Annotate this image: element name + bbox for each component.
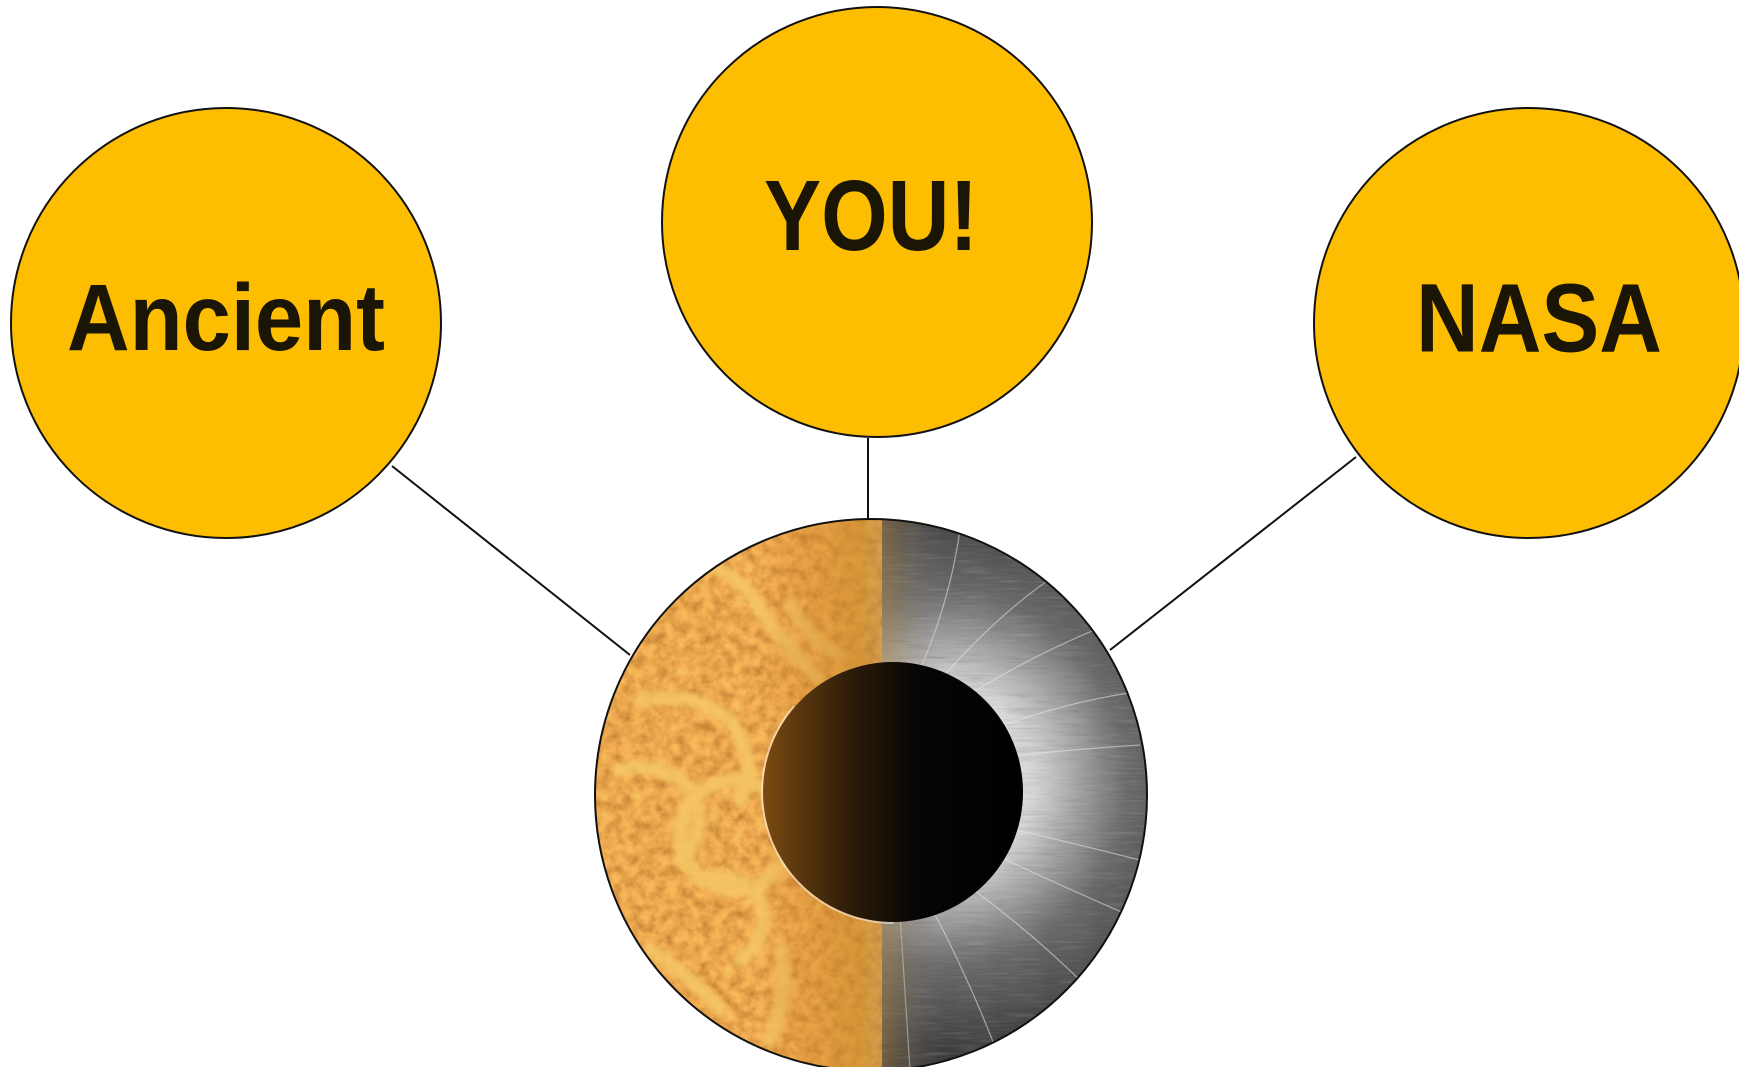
center-eclipse-image — [590, 515, 1155, 1067]
eclipse-moon — [763, 662, 1023, 922]
node-ancient: Ancient — [11, 108, 441, 538]
connector-right — [1110, 457, 1356, 650]
node-you-label: YOU! — [764, 160, 978, 272]
node-nasa-label: NASA — [1416, 264, 1662, 373]
connector-left — [392, 466, 630, 655]
node-nasa: NASA — [1314, 108, 1739, 538]
node-you: YOU! — [662, 7, 1092, 437]
node-ancient-label: Ancient — [67, 265, 385, 371]
